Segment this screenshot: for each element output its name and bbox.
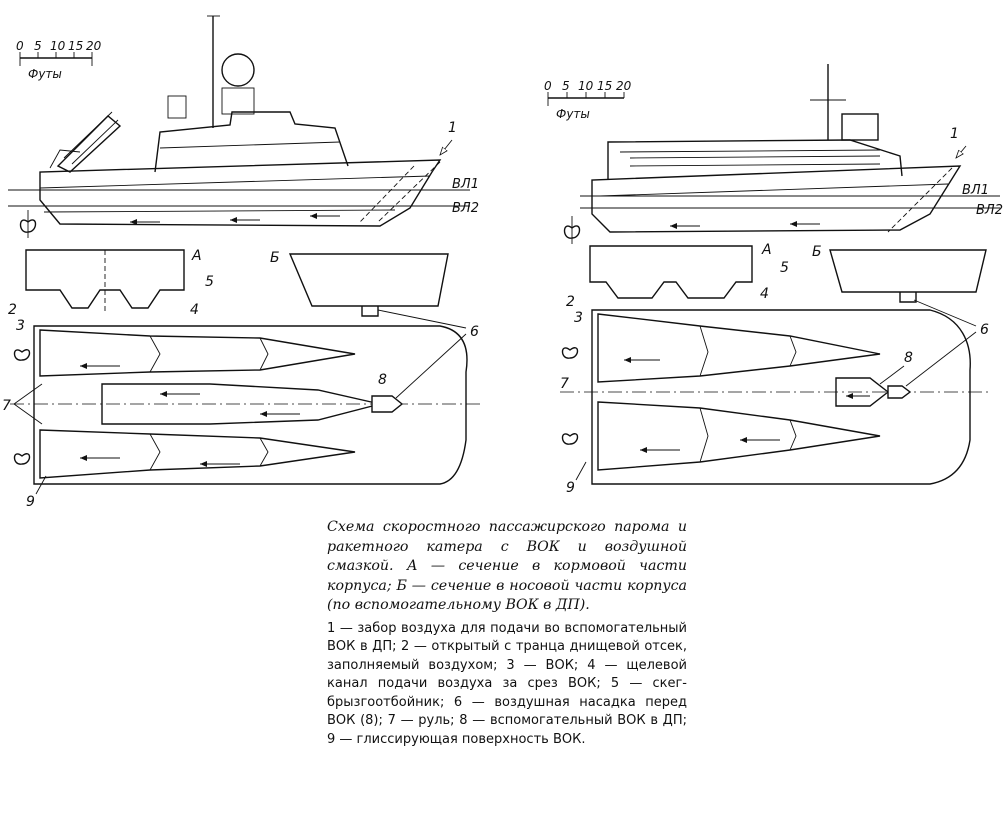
caption-legend: 1 — забор воздуха для подачи во вспомога… — [327, 620, 687, 748]
passenger-ferry-plan-view: 6 7 8 9 — [560, 299, 990, 496]
section-a-left: А 2 3 5 4 — [8, 248, 214, 334]
waterline-1-label: ВЛ1 — [452, 177, 479, 192]
air-nozzle — [371, 395, 404, 413]
auxiliary-air-cavity — [101, 383, 381, 425]
scale-tick-5: 5 — [34, 39, 42, 53]
section-a-right: А 5 2 3 4 — [566, 242, 789, 326]
scale-tick-5-r: 5 — [562, 79, 570, 93]
missile-boat-hull — [39, 159, 442, 227]
ferry-air-cavity-lower — [597, 401, 881, 471]
scale-tick-0: 0 — [16, 39, 24, 53]
radar-mast — [221, 87, 255, 115]
scale-tick-20: 20 — [86, 39, 102, 53]
callout-2-right: 2 — [566, 294, 575, 310]
radar-dome — [221, 53, 255, 87]
callout-5-right: 5 — [780, 260, 789, 276]
callout-8-right: 8 — [904, 350, 913, 366]
scale-tick-15: 15 — [68, 39, 83, 53]
waterline-2-label: ВЛ2 — [452, 201, 479, 216]
waterline-1-label-right: ВЛ1 — [962, 183, 989, 198]
waterline-2-label-right: ВЛ2 — [976, 203, 1003, 218]
scale-unit-label: Футы — [28, 67, 62, 81]
main-air-cavity-lower — [39, 429, 356, 479]
callout-7-left: 7 — [2, 398, 11, 414]
ferry-wheelhouse — [841, 113, 879, 141]
ferry-hull — [591, 165, 962, 233]
section-a-label-left: А — [191, 248, 202, 264]
callout-2-left: 2 — [8, 302, 17, 318]
ferry-auxiliary-cavity — [835, 377, 890, 407]
section-b-left: Б — [270, 250, 449, 317]
section-b-label-left: Б — [270, 250, 280, 266]
callout-4-left: 4 — [190, 302, 199, 318]
scale-tick-0-r: 0 — [544, 79, 552, 93]
missile-boat-side-view: 0 5 10 15 20 Футы ВЛ1 ВЛ2 1 — [8, 15, 479, 238]
callout-6-left: 6 — [470, 324, 479, 340]
section-a-label-right: А — [761, 242, 772, 258]
callout-6-right: 6 — [980, 322, 989, 338]
callout-5-left: 5 — [205, 274, 214, 290]
missile-launcher — [56, 115, 122, 173]
ferry-air-nozzle — [887, 385, 912, 399]
scale-tick-10-r: 10 — [578, 79, 594, 93]
scale-tick-20-r: 20 — [616, 79, 632, 93]
callout-4-right: 4 — [760, 286, 769, 302]
scale-tick-10: 10 — [50, 39, 66, 53]
caption-title: Схема скоростного пассажирского парома и… — [327, 519, 687, 613]
callout-3-left: 3 — [16, 318, 25, 334]
callout-9-right: 9 — [566, 480, 575, 496]
main-air-cavity-upper — [39, 329, 356, 377]
section-b-label-right: Б — [812, 244, 822, 260]
callout-8-left: 8 — [378, 372, 387, 388]
missile-boat-superstructure — [154, 111, 349, 173]
section-b-right: Б — [812, 244, 987, 303]
ferry-air-cavity-upper — [597, 313, 881, 383]
missile-boat-plan-view: 6 7 8 9 — [2, 309, 480, 510]
figure-caption: Схема скоростного пассажирского парома и… — [327, 518, 687, 750]
scale-bar-right: 0 5 10 15 20 Футы — [544, 79, 632, 121]
callout-3-right: 3 — [574, 310, 583, 326]
callout-1-left: 1 — [448, 120, 457, 136]
scale-tick-15-r: 15 — [597, 79, 612, 93]
scale-unit-label-r: Футы — [556, 107, 590, 121]
scale-bar-left: 0 5 10 15 20 Футы — [16, 39, 102, 81]
callout-7-right: 7 — [560, 376, 569, 392]
callout-9-left: 9 — [26, 494, 35, 510]
passenger-ferry-side-view: 0 5 10 15 20 Футы ВЛ1 ВЛ2 1 — [544, 64, 1003, 244]
callout-1-right: 1 — [950, 126, 959, 142]
